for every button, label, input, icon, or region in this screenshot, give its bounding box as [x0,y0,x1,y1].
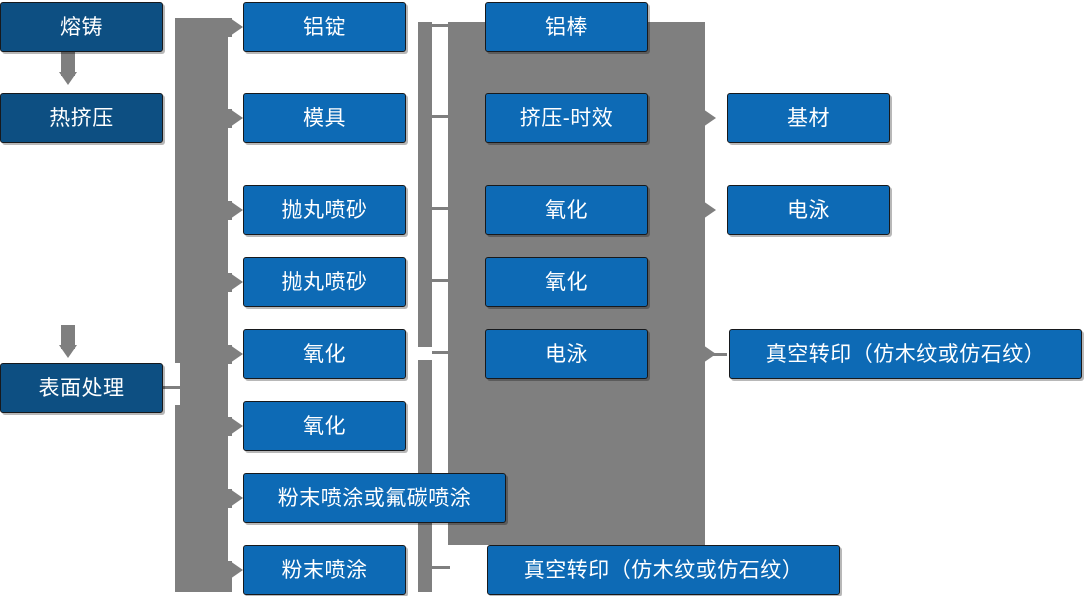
arrow-to-col2-2 [230,109,243,127]
fan-gap-5 [228,364,236,417]
stage-label-hot-extrusion: 热挤压 [49,106,114,130]
process-label-shot-blasting-1: 抛丸喷砂 [281,198,368,222]
connector-rung-2 [432,115,450,118]
output-label-electrophoresis: 电泳 [787,198,830,222]
connector-rung-1 [432,24,450,27]
connector-extrusion-to-surface-stem [61,325,75,349]
stage-box-surface-finish[interactable]: 表面处理 [0,363,163,413]
arrow-to-col2-4 [230,273,243,291]
fan-gap-6 [228,436,236,489]
stage-label-melt-cast: 熔铸 [60,15,103,39]
process-label-oxidation-col2-1: 氧化 [303,342,346,366]
connector-extrusion-to-surface-arrow [59,345,77,358]
process-label-shot-blasting-2: 抛丸喷砂 [281,270,368,294]
output-box-vacuum-transfer[interactable]: 真空转印（仿木纹或仿石纹） [729,329,1082,379]
stage-box-hot-extrusion[interactable]: 热挤压 [0,93,163,143]
fan-gap-3 [228,220,236,273]
arrow-to-col2-7 [230,489,243,507]
output-label-substrate: 基材 [787,106,830,130]
process-box-oxidation-col3-1[interactable]: 氧化 [485,185,648,235]
process-box-mould[interactable]: 模具 [243,93,406,143]
fan-gap-7 [228,508,236,561]
process-label-vacuum-transfer-col3: 真空转印（仿木纹或仿石纹） [523,558,804,582]
output-box-substrate[interactable]: 基材 [727,93,890,143]
connector-melt-to-extrusion-arrow [59,72,77,85]
connector-stem-to-col4-vacuum [705,353,727,356]
process-label-oxidation-col3-1: 氧化 [545,198,588,222]
connector-rung-3 [432,207,450,210]
connector-rung-5 [432,351,450,354]
fan-gap-2 [228,128,236,201]
process-box-oxidation-col2-1[interactable]: 氧化 [243,329,406,379]
process-label-aluminum-ingot: 铝锭 [303,15,346,39]
process-box-oxidation-col3-2[interactable]: 氧化 [485,257,648,307]
arrow-to-col2-6 [230,417,243,435]
stage-box-melt-cast[interactable]: 熔铸 [0,2,163,52]
process-box-electrophoresis-col3[interactable]: 电泳 [485,329,648,379]
fan-gap-4 [228,292,236,345]
process-label-powder-coating: 粉末喷涂 [281,558,368,582]
process-label-extrusion-aging: 挤压-时效 [519,106,614,130]
arrow-to-col2-8 [230,561,243,579]
connector-rung-6 [432,566,450,569]
output-box-electrophoresis[interactable]: 电泳 [727,185,890,235]
process-label-mould: 模具 [303,106,346,130]
process-label-oxidation-col2-2: 氧化 [303,414,346,438]
stage-label-surface-finish: 表面处理 [38,376,125,400]
process-box-shot-blasting-1[interactable]: 抛丸喷砂 [243,185,406,235]
process-box-shot-blasting-2[interactable]: 抛丸喷砂 [243,257,406,307]
output-label-vacuum-transfer: 真空转印（仿木纹或仿石纹） [765,342,1046,366]
process-box-aluminum-ingot[interactable]: 铝锭 [243,2,406,52]
process-box-extrusion-aging[interactable]: 挤压-时效 [485,93,648,143]
process-label-oxidation-col3-2: 氧化 [545,270,588,294]
connector-melt-to-extrusion-stem [61,52,75,76]
arrow-to-col4-substrate [703,109,716,127]
process-box-powder-or-pvdf[interactable]: 粉末喷涂或氟碳喷涂 [243,473,506,523]
process-box-powder-coating[interactable]: 粉末喷涂 [243,545,406,595]
process-label-powder-or-pvdf: 粉末喷涂或氟碳喷涂 [277,486,472,510]
arrow-to-col2-3 [230,201,243,219]
fan-gap-1 [228,37,236,109]
process-box-oxidation-col2-2[interactable]: 氧化 [243,401,406,451]
arrow-to-col2-1 [230,18,243,36]
connector-surface-to-fan [160,386,180,389]
process-box-aluminum-bar[interactable]: 铝棒 [485,2,648,52]
connector-left-fan-block [175,18,232,592]
connector-rung-4 [432,279,450,282]
process-label-aluminum-bar: 铝棒 [545,15,588,39]
arrow-to-col2-5 [230,345,243,363]
process-label-electrophoresis-col3: 电泳 [545,342,588,366]
arrow-to-col4-electrophoresis [703,201,716,219]
process-box-vacuum-transfer-col3[interactable]: 真空转印（仿木纹或仿石纹） [487,545,840,595]
connector-mid-bar-upper [418,22,432,347]
